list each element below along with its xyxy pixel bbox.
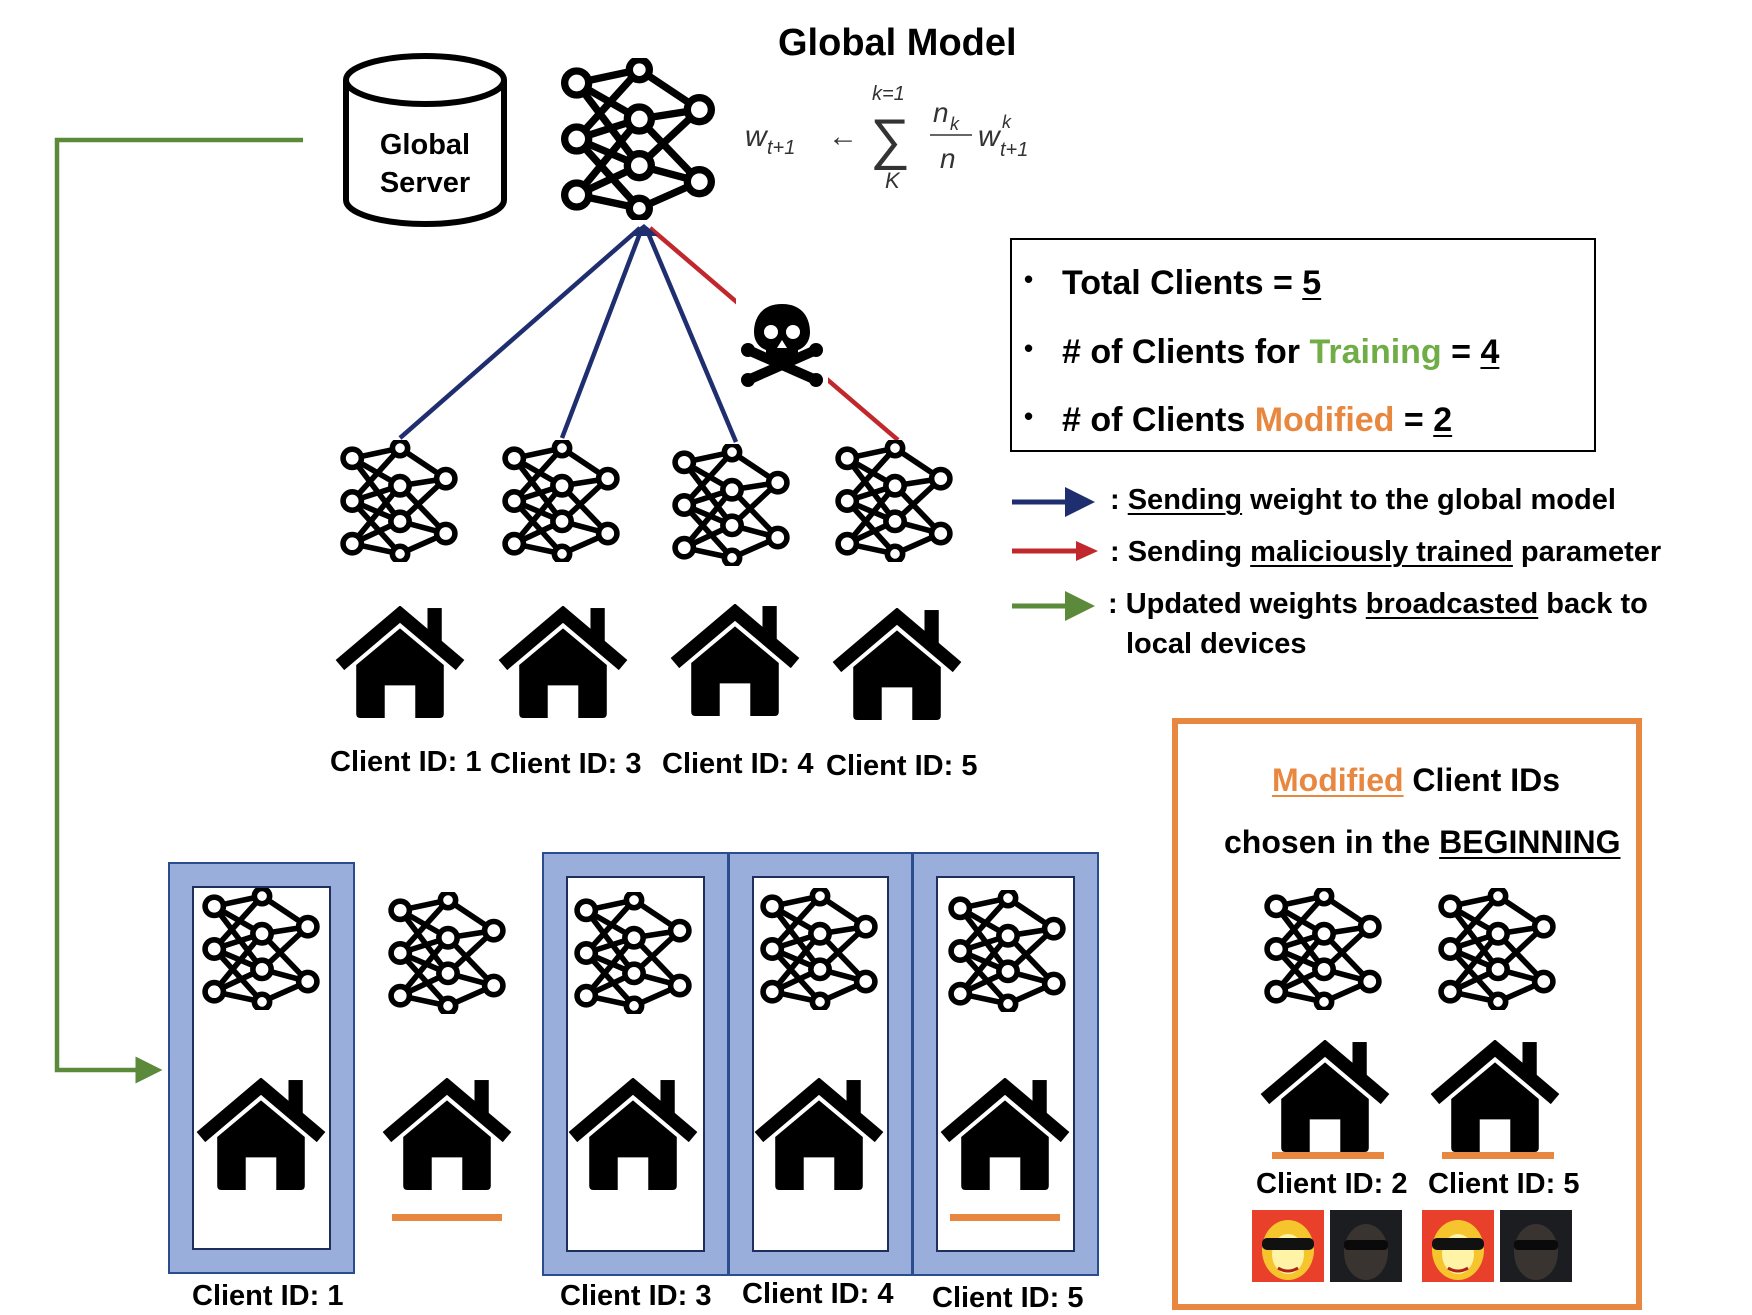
house-icon [1428,1040,1562,1152]
global-model-arrowhead [628,224,658,236]
formula-rhs-sup: k [1002,112,1012,132]
house-icon [1258,1040,1392,1152]
stat-training-clients: •# of Clients for Training = 4 [1024,333,1500,371]
house-icon [496,606,630,718]
bottom-client-label: Client ID: 5 [932,1282,1084,1314]
bottom-client-label: Client ID: 1 [192,1280,344,1312]
modified-clients-box: Modified Client IDs chosen in the BEGINN… [1172,718,1642,1310]
neural-network-icon [572,892,694,1014]
modified-marker [1442,1152,1554,1159]
training-client-label: Client ID: 5 [826,750,978,782]
server-label-line1: Global [379,129,471,161]
modified-client-label: Client ID: 2 [1256,1168,1408,1200]
bottom-client-label: Client ID: 3 [560,1280,712,1312]
house-icon [380,1078,514,1190]
legend-green: : Updated weights broadcasted back to [1108,588,1648,620]
house-icon [194,1078,328,1190]
neural-network-icon [758,888,880,1010]
client-panel [912,852,1099,1276]
modified-clients-value: 2 [1433,401,1453,439]
house-icon [333,606,467,718]
training-clients-value: 4 [1480,333,1500,371]
neural-network-icon [386,892,508,1014]
neural-network-icon [1436,888,1558,1010]
aggregation-formula: w t+1 ← k=1 ∑ K n k n w k t+1 [745,83,1028,193]
neural-network-icon [200,888,322,1010]
legend-red: : Sending maliciously trained parameter [1110,536,1662,568]
formula-lhs: w [745,120,769,153]
total-clients-value: 5 [1302,264,1322,302]
modified-box-title: Modified Client IDs [1272,762,1560,798]
neural-network-icon [500,440,622,562]
face-thumbnail-heatmap [1250,1208,1326,1284]
neural-network-icon [833,440,955,562]
client-panel [542,852,729,1276]
blue-arrow-client-3 [559,227,645,439]
stats-box: •Total Clients = 5 •# of Clients for Tra… [1010,238,1596,452]
formula-rhs: w [978,120,1002,153]
neural-network-icon [670,444,792,566]
legend-blue: : Sending weight to the global model [1110,484,1616,516]
client-panel [168,862,355,1274]
formula-sum-bottom: K [885,168,901,193]
modified-marker [392,1214,502,1221]
formula-arrow: ← [828,120,858,153]
server-label-line2: Server [379,167,471,199]
training-word: Training [1309,333,1442,371]
house-icon [566,1078,700,1190]
neural-network-icon [338,440,460,562]
skull-crossbones-icon [736,298,828,388]
server-label: Global Server [340,126,510,202]
blue-arrow-client-4 [643,227,739,443]
face-thumbnail-dark [1498,1208,1574,1284]
house-icon [830,608,964,720]
client-panel [728,852,913,1276]
stat-total-clients: •Total Clients = 5 [1024,264,1322,302]
training-client-label: Client ID: 1 [330,746,482,778]
modified-client-label: Client ID: 5 [1428,1168,1580,1200]
house-icon [752,1078,886,1190]
face-thumbnail-heatmap [1420,1208,1496,1284]
svg-text:∑: ∑ [870,107,910,170]
formula-num-sub: k [950,114,960,134]
neural-network-icon [1262,888,1384,1010]
modified-word: Modified [1254,401,1395,439]
stat-modified-clients: •# of Clients Modified = 2 [1024,401,1453,439]
neural-network-icon [946,890,1068,1012]
green-broadcast-line [54,137,303,1084]
modified-box-subtitle: chosen in the BEGINNING [1224,824,1621,860]
global-model-title: Global Model [778,22,1017,64]
house-icon [668,604,802,716]
formula-lhs-sub: t+1 [767,137,795,159]
formula-sum-top: k=1 [872,83,905,105]
house-icon [938,1078,1072,1190]
bottom-client-label: Client ID: 4 [742,1278,894,1310]
blue-arrow-client-1 [398,226,642,440]
training-client-label: Client ID: 4 [662,748,814,780]
modified-marker [950,1214,1060,1221]
formula-num: n [933,97,949,128]
face-thumbnail-dark [1328,1208,1404,1284]
legend-green-line2: local devices [1126,628,1307,660]
formula-den: n [940,143,956,174]
training-client-label: Client ID: 3 [490,748,642,780]
formula-rhs-sub: t+1 [1000,139,1028,161]
modified-marker [1272,1152,1384,1159]
modified-box-word: Modified [1272,762,1404,798]
database-icon [343,53,507,227]
